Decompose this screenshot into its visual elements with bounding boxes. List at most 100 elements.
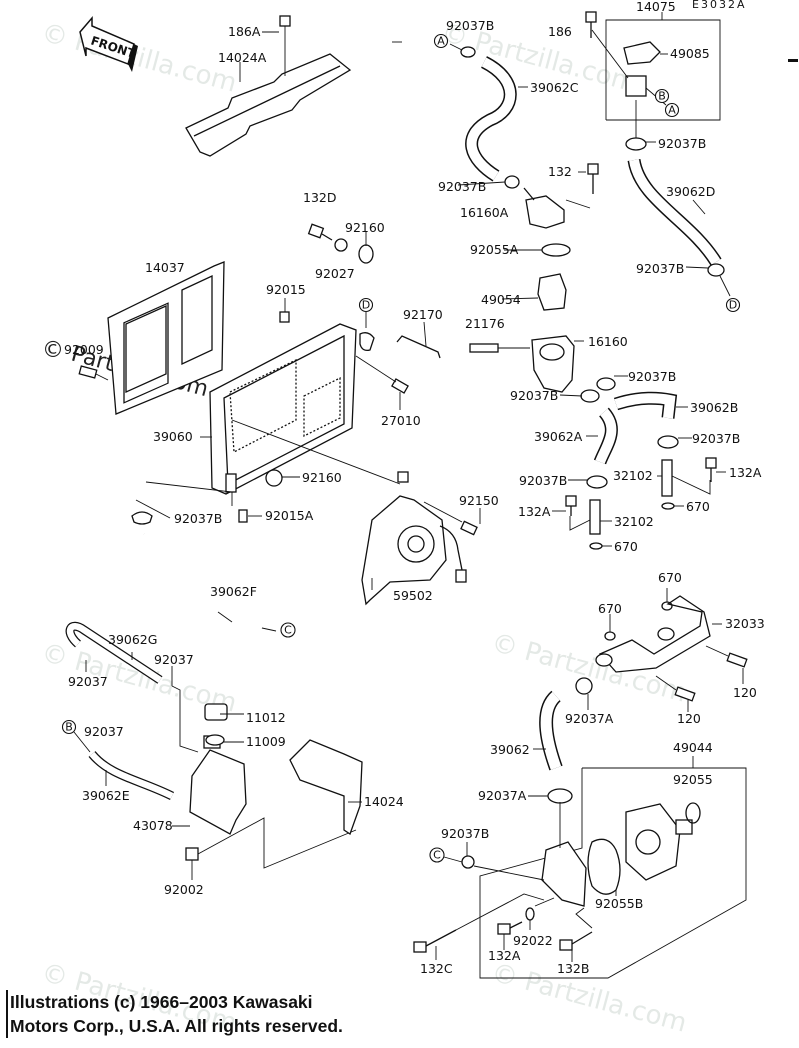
label-670[interactable]: 670 — [614, 539, 638, 554]
label-14024[interactable]: 14024 — [364, 794, 404, 809]
label-92170[interactable]: 92170 — [403, 307, 443, 322]
part-92027 — [334, 238, 348, 252]
label-92037[interactable]: 92037 — [84, 724, 124, 739]
part-670-c — [604, 631, 616, 641]
svg-text:D: D — [362, 299, 370, 312]
label-39062B[interactable]: 39062B — [690, 400, 738, 415]
label-39062G[interactable]: 39062G — [108, 632, 157, 647]
label-120[interactable]: 120 — [733, 685, 757, 700]
part-59502 — [231, 419, 481, 606]
part-92160-top — [358, 232, 374, 264]
label-49054[interactable]: 49054 — [481, 292, 521, 307]
copyright-symbol: © — [42, 338, 64, 363]
part-92037A-2 — [547, 788, 573, 804]
label-132A[interactable]: 132A — [729, 465, 762, 480]
label-670[interactable]: 670 — [658, 570, 682, 585]
label-92022[interactable]: 92022 — [513, 933, 553, 948]
part-39062E — [88, 750, 175, 801]
label-132C[interactable]: 132C — [420, 961, 453, 976]
copyright-line-2: Motors Corp., U.S.A. All rights reserved… — [10, 1016, 343, 1036]
part-14075 — [591, 12, 721, 121]
label-92027[interactable]: 92027 — [315, 266, 355, 281]
label-92037B[interactable]: 92037B — [438, 179, 486, 194]
label-92160[interactable]: 92160 — [302, 470, 342, 485]
label-92037[interactable]: 92037 — [68, 674, 108, 689]
label-92037B[interactable]: 92037B — [692, 431, 740, 446]
label-132[interactable]: 132 — [548, 164, 572, 179]
part-39062F — [140, 533, 277, 632]
label-92037B[interactable]: 92037B — [446, 18, 494, 33]
label-11012[interactable]: 11012 — [246, 710, 286, 725]
callout-b: B — [61, 719, 91, 753]
label-92037B[interactable]: 92037B — [441, 826, 489, 841]
label-14037[interactable]: 14037 — [145, 260, 185, 275]
label-92160[interactable]: 92160 — [345, 220, 385, 235]
label-39062[interactable]: 39062 — [490, 742, 530, 757]
part-92037B-7 — [657, 435, 679, 449]
part-16160A — [523, 187, 565, 229]
label-16160[interactable]: 16160 — [588, 334, 628, 349]
label-92009[interactable]: 92009 — [64, 342, 104, 357]
part-92160-bottom — [265, 469, 283, 487]
callout-a: A — [433, 33, 449, 49]
label-39062D[interactable]: 39062D — [666, 184, 715, 199]
part-92055A — [541, 243, 571, 257]
callout-d: D — [358, 297, 374, 328]
label-92055A[interactable]: 92055A — [470, 242, 519, 257]
label-14075[interactable]: 14075 — [636, 0, 676, 14]
label-39062E[interactable]: 39062E — [82, 788, 130, 803]
part-132A-a — [705, 457, 717, 482]
part-92037B-4 — [707, 263, 731, 297]
label-186A[interactable]: 186A — [228, 24, 261, 39]
label-186[interactable]: 186 — [548, 24, 572, 39]
label-32033[interactable]: 32033 — [725, 616, 765, 631]
label-39062C[interactable]: 39062C — [530, 80, 579, 95]
label-92037B[interactable]: 92037B — [658, 136, 706, 151]
label-92150[interactable]: 92150 — [459, 493, 499, 508]
label-92037A[interactable]: 92037A — [478, 788, 527, 803]
label-92037B[interactable]: 92037B — [636, 261, 684, 276]
label-132A[interactable]: 132A — [488, 948, 521, 963]
label-43078[interactable]: 43078 — [133, 818, 173, 833]
part-49054 — [537, 273, 567, 311]
label-16160A[interactable]: 16160A — [460, 205, 509, 220]
part-92037B-9 — [461, 855, 545, 881]
label-120[interactable]: 120 — [677, 711, 701, 726]
part-186 — [585, 11, 597, 38]
label-27010[interactable]: 27010 — [381, 413, 421, 428]
label-92037B[interactable]: 92037B — [510, 388, 558, 403]
watermark: © Partzilla.com — [488, 628, 690, 709]
label-92037B[interactable]: 92037B — [174, 511, 222, 526]
label-11009[interactable]: 11009 — [246, 734, 286, 749]
label-39062F[interactable]: 39062F — [210, 584, 257, 599]
label-670[interactable]: 670 — [598, 601, 622, 616]
label-132A[interactable]: 132A — [518, 504, 551, 519]
label-92015[interactable]: 92015 — [266, 282, 306, 297]
label-92015A[interactable]: 92015A — [265, 508, 314, 523]
label-132D[interactable]: 132D — [303, 190, 336, 205]
svg-text:B: B — [65, 721, 73, 734]
label-92055B[interactable]: 92055B — [595, 896, 643, 911]
part-32102-a — [661, 459, 711, 497]
label-49044[interactable]: 49044 — [673, 740, 713, 755]
part-92170 — [396, 321, 441, 359]
label-92055[interactable]: 92055 — [673, 772, 713, 787]
label-39062A[interactable]: 39062A — [534, 429, 583, 444]
label-32102[interactable]: 32102 — [614, 514, 654, 529]
part-pump-cover — [541, 802, 587, 907]
label-49085[interactable]: 49085 — [670, 46, 710, 61]
label-39060[interactable]: 39060 — [153, 429, 193, 444]
part-670-a — [661, 502, 675, 510]
label-92002[interactable]: 92002 — [164, 882, 204, 897]
label-92037B[interactable]: 92037B — [519, 473, 567, 488]
label-92037[interactable]: 92037 — [154, 652, 194, 667]
label-59502[interactable]: 59502 — [393, 588, 433, 603]
label-21176[interactable]: 21176 — [465, 316, 505, 331]
label-670[interactable]: 670 — [686, 499, 710, 514]
label-14024A[interactable]: 14024A — [218, 50, 267, 65]
label-32102[interactable]: 32102 — [613, 468, 653, 483]
label-92037B[interactable]: 92037B — [628, 369, 676, 384]
label-132B[interactable]: 132B — [557, 961, 589, 976]
label-92037A[interactable]: 92037A — [565, 711, 614, 726]
